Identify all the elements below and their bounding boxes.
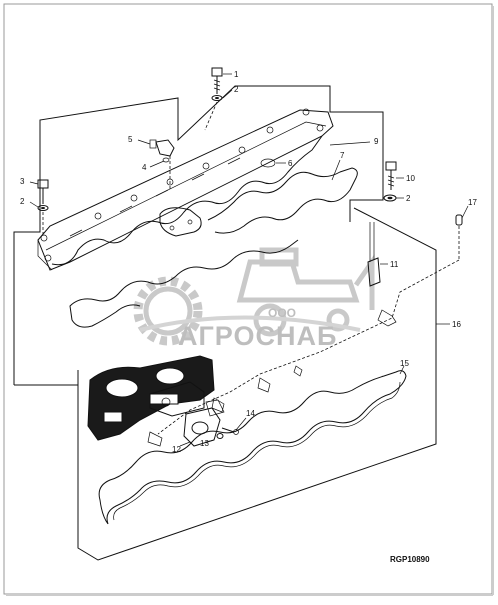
harness-plugs bbox=[147, 309, 397, 447]
callout-9: 9 bbox=[374, 137, 379, 146]
watermark-prefix: ООО bbox=[268, 306, 296, 320]
gasket-lower bbox=[69, 239, 299, 328]
callout-17: 17 bbox=[468, 198, 477, 207]
wire-harness bbox=[157, 259, 460, 435]
bolt-1 bbox=[211, 67, 223, 94]
cylinder-head bbox=[87, 355, 215, 441]
o-ring bbox=[260, 158, 276, 168]
callout-2c: 2 bbox=[406, 194, 411, 203]
callout-14: 14 bbox=[246, 409, 255, 418]
callout-13: 13 bbox=[200, 439, 209, 448]
figure-reference: RGP10890 bbox=[390, 555, 430, 564]
callout-4: 4 bbox=[142, 163, 147, 172]
harvester-icon bbox=[236, 247, 375, 337]
callout-1: 1 bbox=[234, 70, 239, 79]
callout-6: 6 bbox=[288, 159, 293, 168]
upper-group-outline bbox=[13, 85, 384, 385]
callout-16: 16 bbox=[452, 320, 461, 329]
gasket-main-inner bbox=[113, 381, 401, 521]
harness-connector bbox=[367, 222, 381, 287]
callout-3: 3 bbox=[20, 177, 25, 186]
callout-10: 10 bbox=[406, 174, 415, 183]
callout-12: 12 bbox=[172, 445, 181, 454]
swoosh bbox=[139, 315, 361, 332]
callout-7: 7 bbox=[340, 151, 345, 160]
leader-lines bbox=[29, 73, 469, 447]
lower-group-outline bbox=[77, 207, 437, 561]
callout-2b: 2 bbox=[20, 197, 25, 206]
valve-cover bbox=[37, 108, 334, 271]
o-ring-small bbox=[162, 157, 170, 163]
washer-2a bbox=[211, 95, 223, 101]
watermark-logo: ООО АГРОСНАБ bbox=[133, 247, 375, 351]
callout-11: 11 bbox=[390, 260, 399, 269]
callout-15: 15 bbox=[400, 359, 409, 368]
watermark-company: АГРОСНАБ bbox=[178, 321, 337, 351]
breather-cover bbox=[159, 207, 202, 237]
sensor-17 bbox=[455, 214, 463, 260]
callout-2a: 2 bbox=[234, 85, 239, 94]
washer-13 bbox=[216, 433, 224, 439]
gasket-upper bbox=[207, 167, 358, 234]
rail-block bbox=[149, 381, 205, 417]
gear-icon bbox=[133, 276, 203, 346]
callout-5: 5 bbox=[128, 135, 133, 144]
bolt-10 bbox=[385, 161, 397, 190]
washer-2b bbox=[37, 205, 49, 211]
